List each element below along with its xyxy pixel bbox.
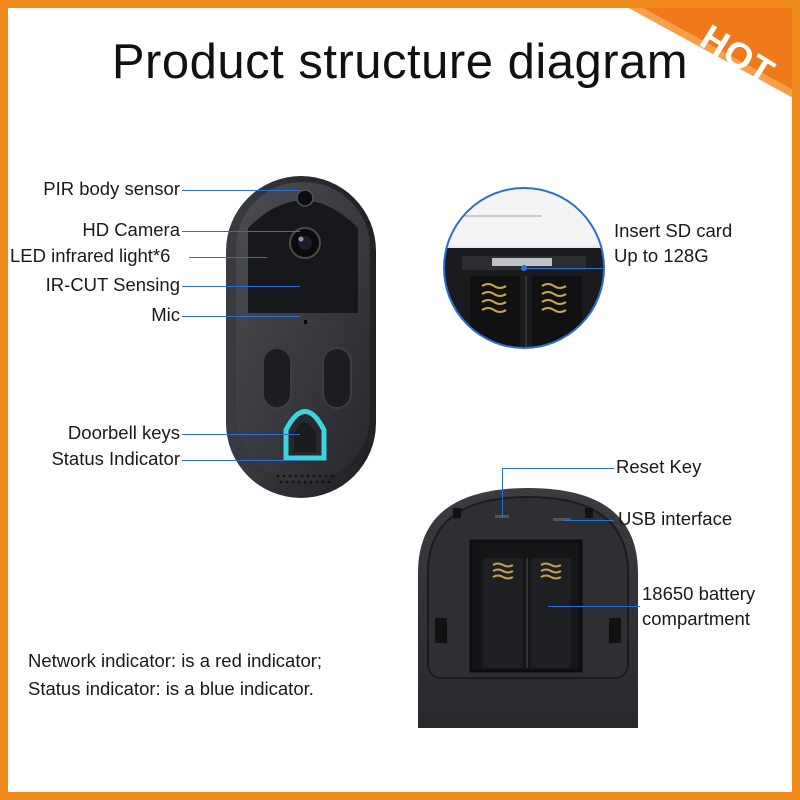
page-title: Product structure diagram [111,35,689,89]
label-pir-body-sensor: PIR body sensor [43,178,180,199]
label-reset-key: Reset Key [616,456,702,477]
leader-usb [564,520,614,521]
label-battery-line2: compartment [642,608,750,629]
leader-camera [182,231,300,232]
label-hd-camera: HD Camera [82,219,180,240]
leader-mic [182,316,300,317]
leader-doorbell-keys [182,434,300,435]
pir-sensor-icon [296,189,314,207]
note-network-indicator: Network indicator: is a red indicator; [28,650,323,671]
leader-battery [548,606,640,607]
leader-sd-card [524,268,604,269]
note-status-indicator: Status indicator: is a blue indicator. [28,678,314,699]
leader-reset-key-vertical [502,468,503,518]
leader-reset-key [502,468,614,469]
label-status-indicator: Status Indicator [51,448,180,469]
leader-status-indicator [182,460,300,461]
usb-port-icon [553,518,571,521]
hot-badge [628,8,792,98]
speaker-grille-icon [276,474,334,484]
doorbell-front-device [226,176,376,498]
leader-pir [182,190,300,191]
leader-ircut [182,286,300,287]
diagram-canvas: Product structure diagram HOT [8,8,792,792]
label-mic: Mic [151,304,180,325]
label-doorbell-keys: Doorbell keys [67,422,180,443]
label-sd-capacity: Up to 128G [614,245,709,266]
label-usb-interface: USB interface [618,508,733,529]
leader-led [189,257,267,258]
label-ir-cut-sensing: IR-CUT Sensing [45,274,180,295]
label-insert-sd-card: Insert SD card [614,220,733,241]
label-battery-line1: 18650 battery [642,583,756,604]
label-led-infrared: LED infrared light*6 [10,245,171,266]
